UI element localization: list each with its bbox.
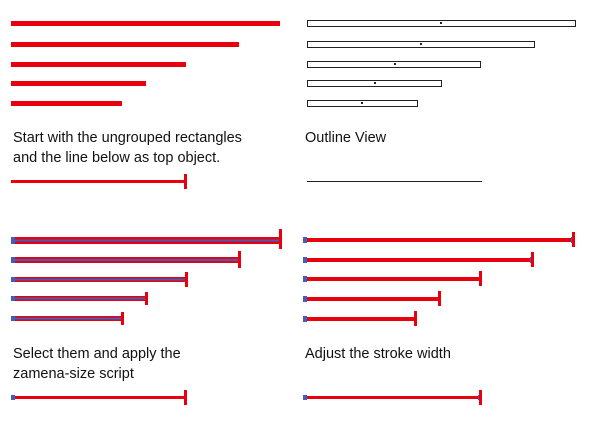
adjusted-line-5-start-cap [303, 316, 307, 322]
adjusted-line-1-start-cap [303, 237, 307, 243]
resized-line-5 [11, 312, 124, 325]
resized-line-2-start-cap [11, 257, 15, 263]
caption-apply-script-line2: zamena-size script [13, 366, 134, 382]
outline-center-point-3 [394, 63, 396, 65]
resized-line-1-end-tick [279, 229, 282, 249]
red-rectangle-2 [11, 42, 239, 47]
adjusted-line-1-end-tick [572, 232, 575, 247]
adjusted-line-4-end-tick [438, 291, 441, 306]
resized-line-4-core [11, 297, 146, 300]
resized-line-5-core [11, 317, 122, 320]
resized-line-4-start-cap [11, 296, 15, 301]
adjusted-line-3-stroke [305, 277, 480, 281]
panel3-top-object-line [11, 390, 187, 405]
resized-line-1-start-cap [11, 237, 15, 244]
caption-ungrouped-line1: Start with the ungrouped rectangles [13, 130, 242, 146]
adjusted-line-3-end-tick [479, 271, 482, 286]
adjusted-line-5-stroke [305, 317, 415, 321]
caption-outline-view: Outline View [305, 130, 387, 146]
outline-rectangle-2 [307, 41, 535, 48]
adjusted-line-4 [303, 291, 441, 306]
resized-line-5-start-cap [11, 316, 15, 321]
adjusted-line-1-stroke [305, 238, 573, 242]
adjusted-line-1 [303, 232, 575, 247]
caption-ungrouped-line2: and the line below as top object. [13, 150, 221, 166]
panel-zamena-size-result [11, 229, 282, 405]
panel3-top-line-body [11, 396, 186, 399]
top-object-line [11, 174, 187, 189]
outline-rectangle-5 [307, 100, 418, 107]
top-line-body [11, 180, 186, 183]
resized-line-4 [11, 292, 148, 305]
top-line-end-tick [184, 174, 187, 189]
adjusted-line-2-stroke [305, 258, 532, 262]
adjusted-line-2 [303, 252, 534, 267]
panel3-top-line-end-tick [184, 390, 187, 405]
resized-line-4-end-tick [145, 292, 148, 305]
panel-ungrouped-rectangles [11, 21, 280, 106]
red-rectangle-1 [11, 21, 280, 26]
adjusted-line-3-start-cap [303, 276, 307, 282]
panel-adjusted-stroke-width [303, 232, 575, 405]
resized-line-1-core [11, 239, 280, 242]
outline-rectangle-4 [307, 80, 442, 87]
panel4-top-object-line [303, 390, 482, 405]
outline-center-point-1 [440, 22, 442, 24]
adjusted-line-2-start-cap [303, 257, 307, 263]
red-rectangle-5 [11, 101, 122, 106]
resized-line-2-end-tick [238, 251, 241, 268]
outline-center-point-5 [361, 102, 363, 104]
panel-outline-view [307, 20, 576, 182]
adjusted-line-3 [303, 271, 482, 286]
resized-line-3 [11, 272, 188, 287]
resized-line-3-start-cap [11, 277, 15, 282]
red-rectangle-4 [11, 81, 146, 86]
panel3-top-line-start-cap [11, 395, 15, 400]
outline-center-point-4 [374, 82, 376, 84]
resized-line-3-end-tick [185, 272, 188, 287]
resized-line-3-core [11, 278, 186, 281]
outline-center-point-2 [420, 43, 422, 45]
adjusted-line-5-end-tick [414, 311, 417, 326]
outline-rectangle-3 [307, 61, 481, 68]
panel4-top-line-body [305, 396, 480, 399]
caption-apply-script-line1: Select them and apply the [13, 346, 181, 362]
resized-line-1 [11, 229, 282, 249]
outline-rectangle-1 [307, 20, 576, 27]
adjusted-line-5 [303, 311, 417, 326]
red-rectangle-3 [11, 62, 186, 67]
panel4-top-line-start-cap [303, 395, 307, 400]
resized-line-5-end-tick [121, 312, 124, 325]
resized-line-2-core [11, 259, 239, 261]
adjusted-line-4-stroke [305, 297, 439, 301]
adjusted-line-2-end-tick [531, 252, 534, 267]
resized-line-2 [11, 251, 241, 268]
panel4-top-line-end-tick [479, 390, 482, 405]
adjusted-line-4-start-cap [303, 296, 307, 302]
caption-adjust-stroke: Adjust the stroke width [305, 346, 451, 362]
